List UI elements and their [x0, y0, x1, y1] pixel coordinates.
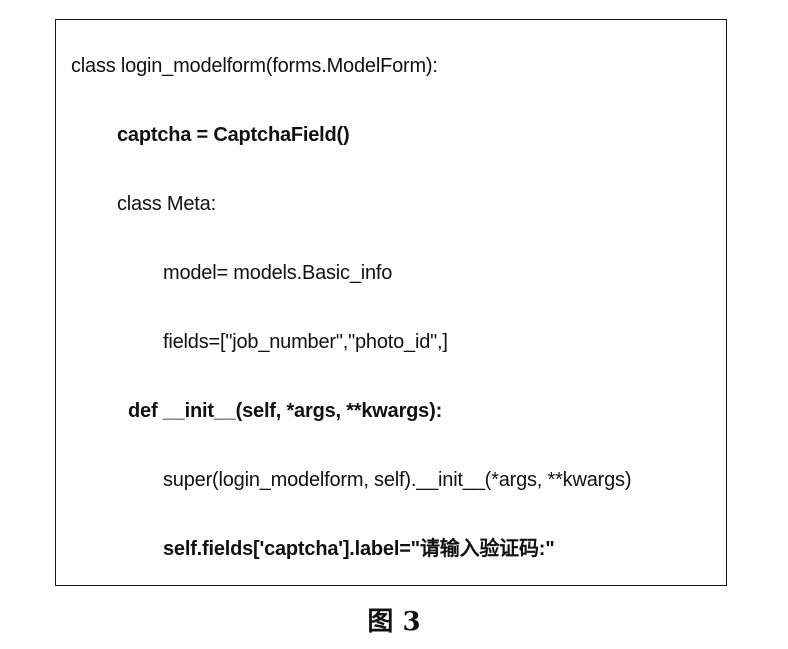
code-line-init-def: def __init__(self, *args, **kwargs): [128, 400, 443, 422]
code-line-model: model= models.Basic_info [163, 262, 393, 284]
code-line-captcha-field: captcha = CaptchaField() [117, 124, 350, 146]
figure-caption: 图 3 [367, 607, 421, 637]
code-line-fields: fields=["job_number","photo_id",] [163, 331, 448, 353]
code-line-label-assign: self.fields['captcha'].label="请输入验证码:" [163, 538, 555, 560]
code-listing-box: class login_modelform(forms.ModelForm): … [55, 19, 727, 586]
code-line-class-def: class login_modelform(forms.ModelForm): [71, 55, 438, 77]
code-line-super-call: super(login_modelform, self).__init__(*a… [163, 469, 632, 491]
code-line-meta-class: class Meta: [117, 193, 216, 215]
